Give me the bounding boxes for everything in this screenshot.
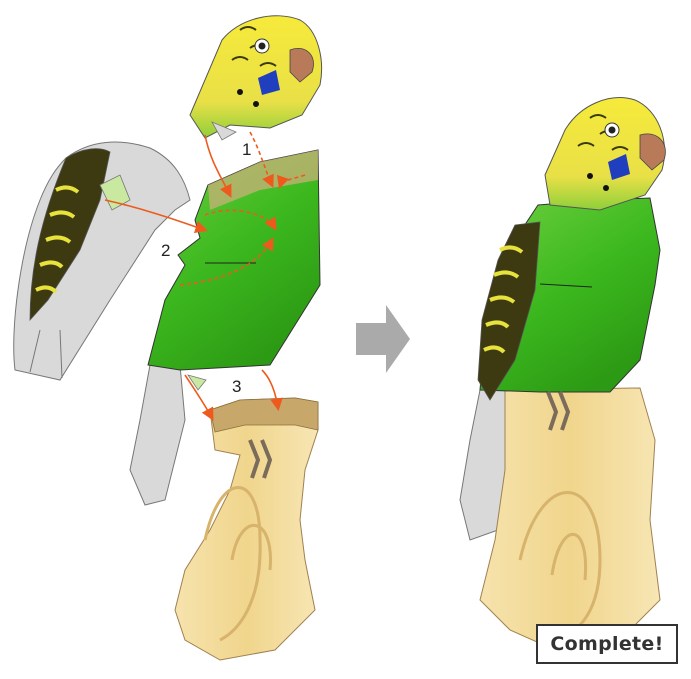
assembled-head	[545, 98, 665, 210]
perch-piece	[175, 375, 318, 660]
complete-badge: Complete!	[536, 624, 678, 664]
step-label-3: 3	[232, 377, 241, 396]
next-arrow-icon	[356, 305, 410, 373]
step-label-2: 2	[161, 241, 170, 260]
assembled-view	[460, 98, 665, 650]
assembled-perch	[480, 388, 660, 650]
tail-piece	[130, 365, 185, 505]
complete-label: Complete!	[550, 633, 663, 655]
step-label-1: 1	[242, 140, 251, 159]
head-piece	[190, 16, 322, 140]
exploded-view: 1 2 3	[14, 16, 322, 660]
